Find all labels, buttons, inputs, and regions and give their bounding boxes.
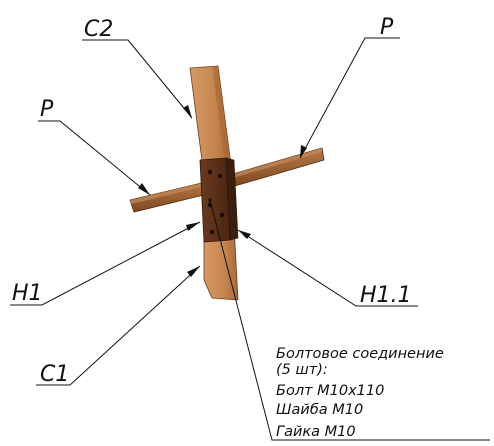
label-p-left: P [40,97,54,122]
label-p-right: P [380,15,394,40]
note-line: Болт М10х110 [276,383,384,399]
bolt-heads [207,169,225,235]
pad-h1 [199,157,231,243]
leader-note [208,198,490,441]
note-line: Гайка М10 [276,424,356,440]
label-h1: H1 [12,281,43,306]
leader-p-left [38,120,151,196]
leader-c2 [82,39,193,119]
beam-right [225,147,325,189]
leader-p-right [299,37,400,159]
note-line: Болтовое соединение [276,346,444,362]
label-c2: C2 [84,17,113,42]
leader-c1 [36,265,201,386]
note-line: (5 шт): [276,362,328,378]
leader-h1 [10,221,201,306]
leader-h1-1 [237,229,418,307]
fastener-note: Болтовое соединение (5 шт): Болт М10х110… [276,346,444,440]
label-h1-1: H1.1 [360,283,412,308]
pad-h1-1 [225,157,239,241]
note-line: Шайба М10 [276,402,363,418]
label-c1: C1 [40,362,69,387]
